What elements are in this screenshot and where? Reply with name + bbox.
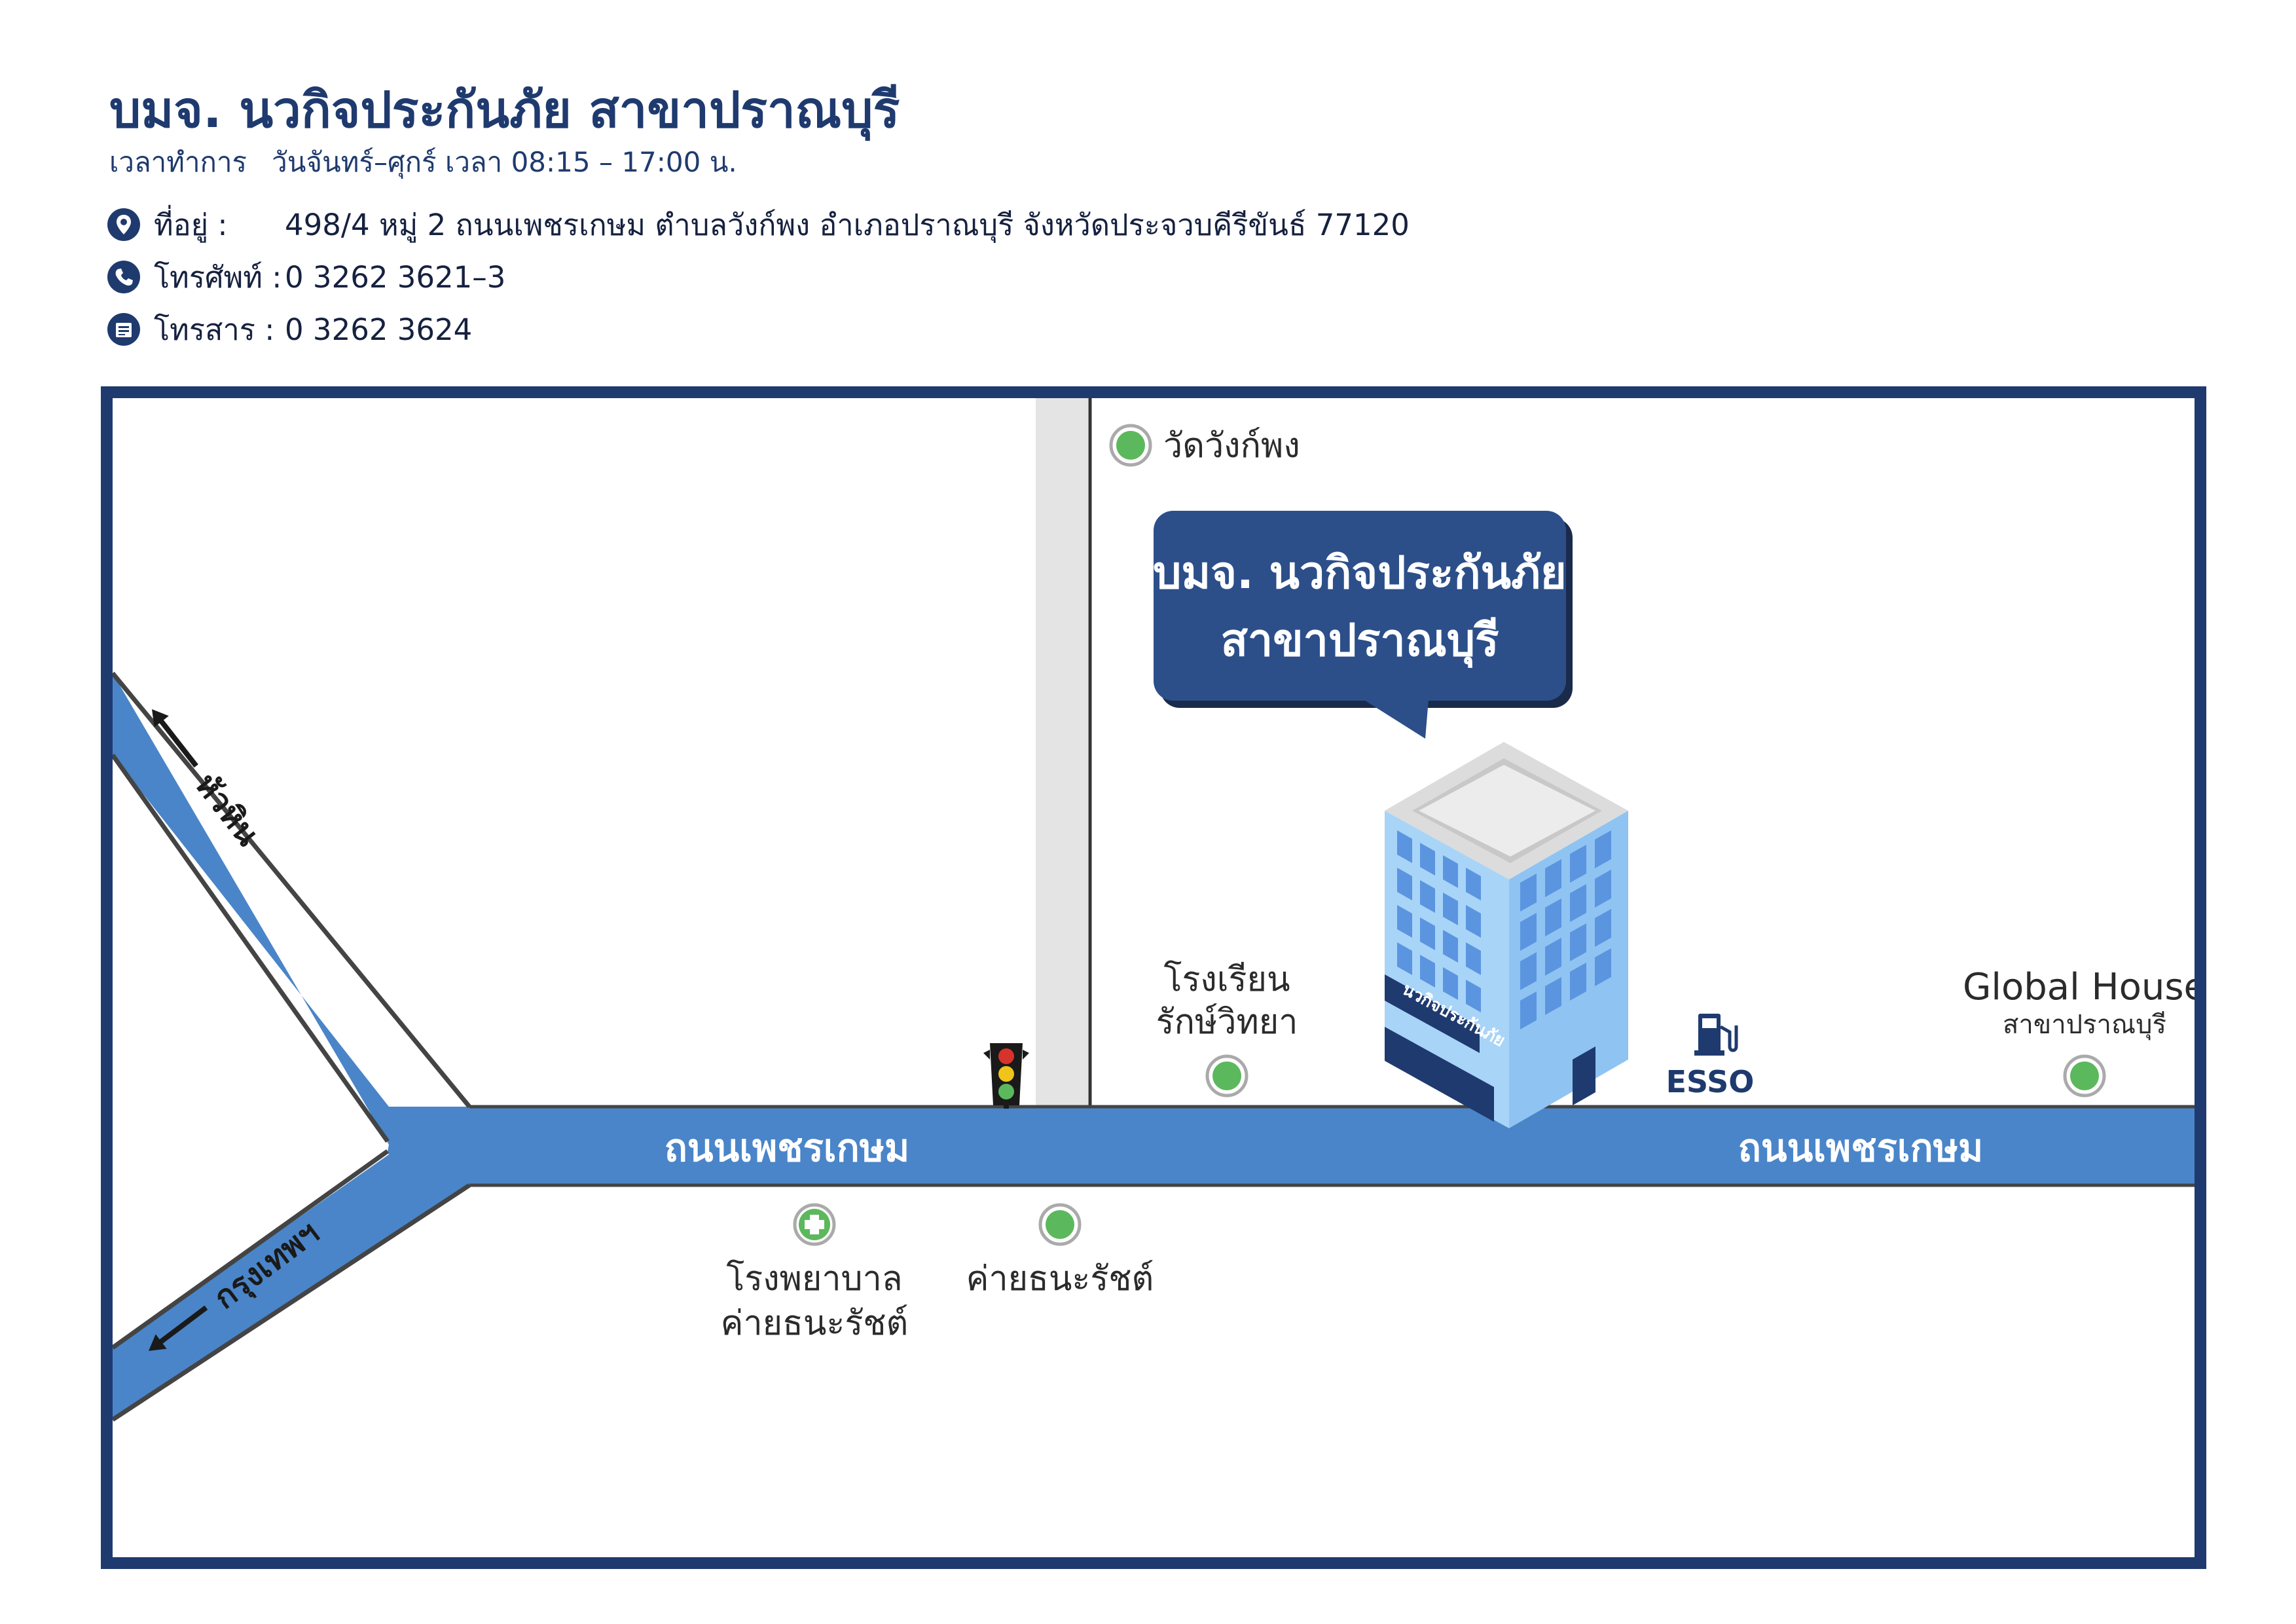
fax-value: 0 3262 3624 — [285, 312, 473, 347]
median-edge-upper — [113, 753, 390, 1143]
business-hours: เวลาทำการ วันจันทร์–ศุกร์ เวลา 08:15 – 17… — [109, 141, 737, 184]
road-label-right: ถนนเพชรเกษม — [1738, 1126, 1983, 1170]
location-map: ถนนเพชรเกษม ถนนเพชรเกษม หัวหิน กรุงเทพฯ — [101, 386, 2206, 1569]
address-row: ที่อยู่ : 498/4 หมู่ 2 ถนนเพชรเกษม ตำบลว… — [107, 206, 1410, 243]
hospital-label-line-2: ค่ายธนะรัชต์ — [721, 1304, 909, 1343]
phone-label: โทรศัพท์ : — [154, 260, 282, 295]
arrow-left-icon — [156, 716, 198, 768]
road-median — [113, 755, 381, 1348]
address-value: 498/4 หมู่ 2 ถนนเพชรเกษม ตำบลวังก์พง อำเ… — [285, 208, 1410, 242]
location-pin-icon — [107, 208, 140, 241]
arrowhead-icon — [149, 1334, 167, 1351]
office-building — [1385, 742, 1628, 1128]
callout-line-1: บมจ. นวกิจประกันภัย — [1153, 547, 1567, 599]
camp-marker — [1038, 1203, 1082, 1246]
traffic-light-icon — [983, 1043, 1029, 1109]
school-label-line-1: โรงเรียน — [1164, 960, 1290, 999]
phone-icon — [107, 261, 140, 293]
temple-marker — [1109, 424, 1152, 467]
global-house-sublabel: สาขาปราณบุรี — [2003, 1010, 2166, 1041]
road-label-left: ถนนเพชรเกษม — [665, 1126, 909, 1170]
hospital-cross-icon — [793, 1203, 836, 1246]
fax-label: โทรสาร : — [154, 312, 275, 347]
global-house-label: Global House — [1963, 966, 2195, 1008]
gas-station-icon — [1694, 1014, 1738, 1056]
phone-row: โทรศัพท์ : 0 3262 3621–3 — [107, 259, 505, 295]
hours-value: วันจันทร์–ศุกร์ เวลา 08:15 – 17:00 น. — [272, 146, 737, 178]
temple-label: วัดวังก์พง — [1163, 426, 1300, 466]
side-street — [1036, 398, 1088, 1107]
global-house-marker — [2063, 1054, 2106, 1098]
esso-label: ESSO — [1666, 1064, 1755, 1099]
school-label-line-2: รักษ์วิทยา — [1156, 1003, 1298, 1042]
median-edge-lower — [113, 1149, 390, 1350]
camp-label: ค่ายธนะรัชต์ — [966, 1259, 1154, 1299]
fax-row: โทรสาร : 0 3262 3624 — [107, 311, 472, 348]
address-label: ที่อยู่ : — [154, 208, 228, 242]
map-canvas: ถนนเพชรเกษม ถนนเพชรเกษม หัวหิน กรุงเทพฯ — [113, 398, 2195, 1422]
hours-label: เวลาทำการ — [109, 146, 247, 178]
road-edge-upper — [113, 671, 471, 1109]
road-edge-lower — [113, 1183, 471, 1422]
arrow-left-icon — [156, 1305, 208, 1346]
phone-value: 0 3262 3621–3 — [285, 259, 506, 295]
hospital-label-line-1: โรงพยาบาล — [726, 1259, 902, 1299]
branch-callout — [1154, 511, 1573, 739]
school-marker — [1205, 1054, 1248, 1098]
page-title: บมจ. นวกิจประกันภัย สาขาปราณบุรี — [109, 81, 900, 139]
road-network — [113, 673, 2195, 1420]
fax-icon — [107, 313, 140, 346]
callout-line-2: สาขาปราณบุรี — [1221, 615, 1499, 668]
arrowhead-icon — [152, 709, 169, 728]
